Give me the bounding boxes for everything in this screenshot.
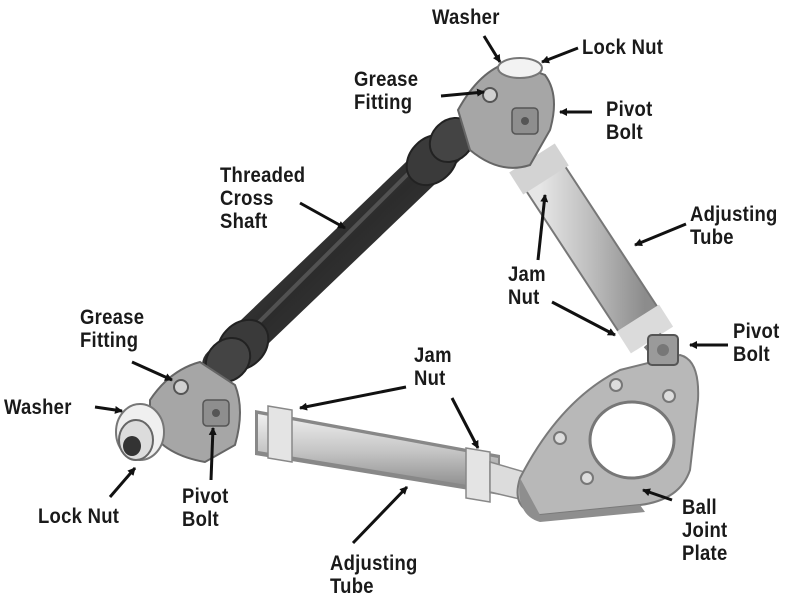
label-jam-nut-bottom: Jam Nut — [414, 344, 452, 390]
label-pivot-bolt-top: Pivot Bolt — [606, 98, 653, 144]
leader-arrows — [94, 35, 728, 545]
label-adjusting-tube-right: Adjusting Tube — [690, 203, 778, 249]
threaded-cross-shaft-part — [202, 116, 476, 384]
label-grease-fitting-top: Grease Fitting — [354, 68, 419, 114]
label-pivot-bolt-right: Pivot Bolt — [733, 320, 780, 366]
label-ball-joint-plate: Ball Joint Plate — [682, 496, 728, 565]
label-pivot-bolt-left: Pivot Bolt — [182, 485, 229, 531]
bottom-adjusting-tube-part — [255, 405, 546, 506]
left-bracket-part — [115, 360, 241, 464]
top-bracket-part — [456, 57, 555, 169]
right-adjusting-tube-part — [509, 143, 677, 366]
label-threaded-cross-shaft: Threaded Cross Shaft — [220, 164, 306, 233]
label-washer-top: Washer — [432, 6, 500, 29]
label-lock-nut-top: Lock Nut — [582, 36, 664, 59]
label-grease-fitting-left: Grease Fitting — [80, 306, 145, 352]
label-washer-left: Washer — [4, 396, 72, 419]
label-jam-nut-right: Jam Nut — [508, 263, 546, 309]
ball-joint-plate-part — [516, 334, 700, 522]
label-lock-nut-left: Lock Nut — [38, 505, 120, 528]
label-adjusting-tube-bottom: Adjusting Tube — [330, 552, 418, 598]
